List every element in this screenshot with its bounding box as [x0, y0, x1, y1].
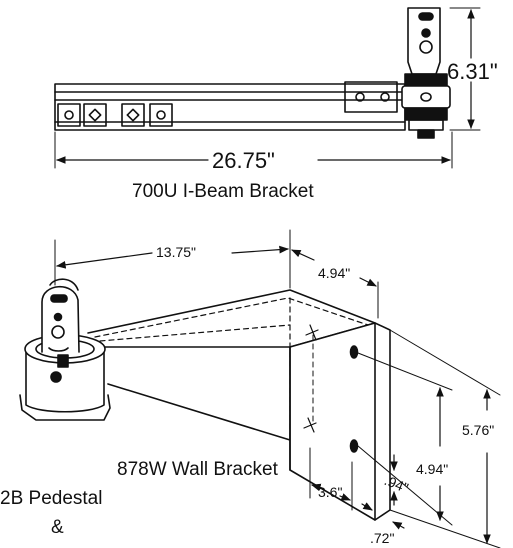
hole-spacing-dimension — [311, 483, 323, 492]
length-dimension-label: 26.75" — [212, 148, 275, 173]
hole-spacing-dimension — [339, 493, 351, 501]
height-dimension-label: 6.31" — [447, 59, 498, 84]
pedestal — [19, 278, 111, 421]
arm-length-dimension — [231, 245, 289, 254]
hole-spacing-label: 3.6" — [318, 484, 342, 500]
clamp-plate — [344, 81, 398, 113]
i-beam-bracket-title: 700U I-Beam Bracket — [132, 181, 314, 202]
i-beam-bracket-drawing — [54, 7, 481, 169]
arm-length-label: 13.75" — [156, 244, 196, 260]
wall-bracket-drawing — [19, 229, 501, 548]
top-depth-dimension — [359, 277, 377, 287]
wall-bracket-title: 878W Wall Bracket — [117, 459, 279, 480]
top-depth-dimension — [291, 249, 315, 261]
beam-body — [54, 83, 406, 131]
pedestal-label-ampersand: & — [51, 517, 64, 538]
arm-length-dimension — [56, 252, 153, 269]
pedestal-label: 2B Pedestal — [0, 488, 102, 509]
plate-outer-height-label: 5.76" — [462, 422, 494, 438]
beam-bolt-blocks — [57, 103, 173, 127]
plate-inner-height-label: 4.94" — [416, 461, 448, 477]
arm-lower-edge — [107, 383, 291, 441]
plate-edge-label: .72" — [370, 530, 394, 546]
top-depth-label: 4.94" — [318, 265, 350, 281]
arm-hidden-edges — [94, 297, 369, 338]
swivel-post — [401, 7, 451, 139]
